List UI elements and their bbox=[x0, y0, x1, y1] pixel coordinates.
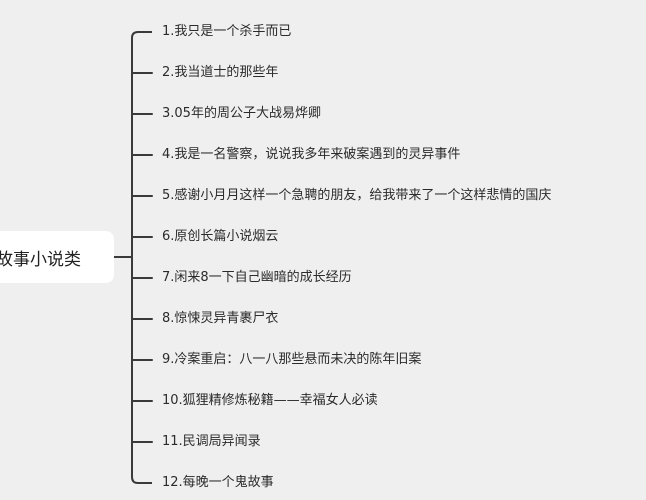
branch-node-4[interactable]: 4.我是一名警察，说说我多年来破案遇到的灵异事件 bbox=[162, 147, 461, 162]
branch-node-3[interactable]: 3.05年的周公子大战易烨卿 bbox=[162, 106, 321, 121]
branch-node-9[interactable]: 9.冷案重启：八一八那些悬而未决的陈年旧案 bbox=[162, 352, 422, 367]
branch-node-8[interactable]: 8.惊悚灵异青裹尸衣 bbox=[162, 311, 279, 326]
branch-node-6[interactable]: 6.原创长篇小说烟云 bbox=[162, 229, 279, 244]
branch-node-5[interactable]: 5.感谢小月月这样一个急聘的朋友，给我带来了一个这样悲情的国庆 bbox=[162, 188, 552, 203]
branch-node-1[interactable]: 1.我只是一个杀手而已 bbox=[162, 24, 292, 39]
branch-node-11[interactable]: 11.民调局异闻录 bbox=[162, 434, 261, 449]
root-node-label: 故事小说类 bbox=[0, 249, 81, 270]
branch-node-7[interactable]: 7.闲来8一下自己幽暗的成长经历 bbox=[162, 270, 352, 285]
branch-node-10[interactable]: 10.狐狸精修炼秘籍——幸福女人必读 bbox=[162, 393, 378, 408]
root-node[interactable]: 故事小说类 bbox=[0, 231, 114, 283]
branch-node-12[interactable]: 12.每晚一个鬼故事 bbox=[162, 475, 274, 490]
branch-spine bbox=[131, 31, 152, 484]
branch-node-2[interactable]: 2.我当道士的那些年 bbox=[162, 65, 279, 80]
